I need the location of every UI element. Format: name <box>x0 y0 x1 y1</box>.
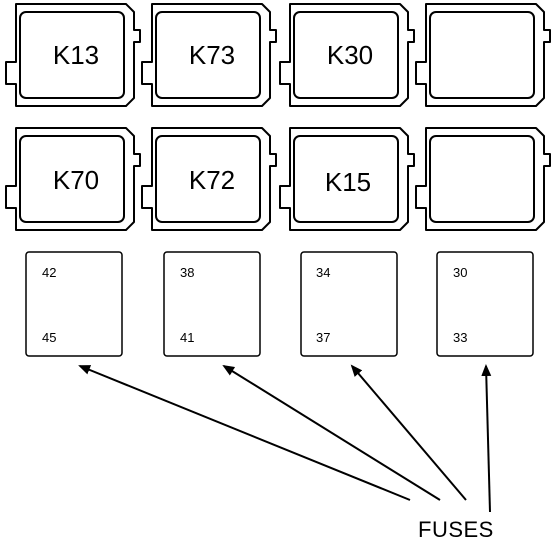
fuse-block-38-41: 38 41 <box>163 251 261 357</box>
fuse-block-34-37: 34 37 <box>300 251 398 357</box>
relay-label: K13 <box>53 40 99 70</box>
fuse-number-bottom: 45 <box>42 330 56 345</box>
fuse-number-top: 34 <box>316 265 330 280</box>
relay-k72: K72 <box>141 127 277 231</box>
relay-k30: K30 <box>279 3 415 107</box>
relay-k73: K73 <box>141 3 277 107</box>
arrow-to-fuse-block-3 <box>350 364 467 501</box>
fuses-label: FUSES <box>418 517 494 542</box>
fuse-number-bottom: 37 <box>316 330 330 345</box>
relay-label: K70 <box>53 165 99 195</box>
relay-k70: K70 <box>5 127 141 231</box>
relay-label: K73 <box>189 40 235 70</box>
relay-label: K15 <box>325 167 371 197</box>
fuse-block-30-33: 30 33 <box>436 251 534 357</box>
arrow-to-fuse-block-4 <box>481 364 492 513</box>
fuse-number-bottom: 33 <box>453 330 467 345</box>
fuse-number-top: 38 <box>180 265 194 280</box>
relay-label: K72 <box>189 165 235 195</box>
arrow-to-fuse-block-2 <box>222 364 441 501</box>
fuse-blocks: 42 45 38 41 34 37 30 33 <box>25 251 534 357</box>
fuse-number-top: 30 <box>453 265 467 280</box>
relay-empty-2 <box>415 127 551 231</box>
relay-label: K30 <box>327 40 373 70</box>
relay-row-1: K13 K73 K30 <box>5 3 551 107</box>
fuse-block-42-45: 42 45 <box>25 251 123 357</box>
relay-k15: K15 <box>279 127 415 231</box>
fuse-number-top: 42 <box>42 265 56 280</box>
fuse-number-bottom: 41 <box>180 330 194 345</box>
relay-empty-1 <box>415 3 551 107</box>
fuse-arrows <box>78 364 492 513</box>
arrow-to-fuse-block-1 <box>78 365 411 501</box>
relay-row-2: K70 K72 K15 <box>5 127 551 231</box>
relay-k13: K13 <box>5 3 141 107</box>
